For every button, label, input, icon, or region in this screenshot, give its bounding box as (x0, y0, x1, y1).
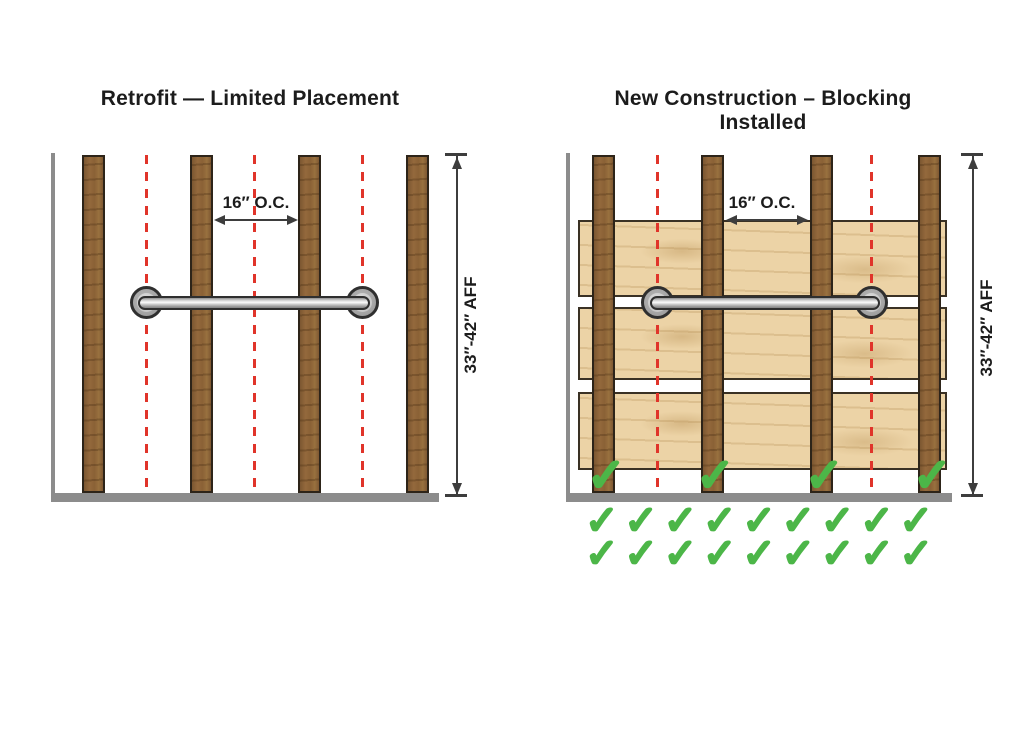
right-oc-dimension-label: 16″ O.C. (728, 193, 796, 212)
wall-stud (190, 155, 213, 493)
blocking-board (578, 220, 947, 297)
checkmark-icon: ✓ (586, 449, 626, 501)
checkmark-icon: ✓ (804, 449, 844, 501)
right-height-dimension-label: 33″-42″ AFF (977, 279, 996, 377)
stud-centerline (656, 155, 659, 490)
grab-bar-rail (650, 296, 880, 310)
left-panel-title: Retrofit — Limited Placement (100, 87, 400, 110)
checkmark-icon: ✓ (663, 499, 698, 543)
checkmark-icon: ✓ (912, 449, 952, 501)
stud-centerline (361, 155, 364, 490)
dimension-tick (961, 153, 983, 156)
checkmark-icon: ✓ (742, 532, 777, 576)
checkmark-icon: ✓ (820, 532, 855, 576)
arrow-head-left-icon (214, 215, 225, 225)
blocking-board (578, 307, 947, 380)
checkmark-icon: ✓ (584, 499, 619, 543)
left-height-dimension-line (456, 156, 458, 496)
left-wall-edge-line (51, 153, 55, 502)
checkmark-row: ✓ ✓ ✓ ✓ ✓ ✓ ✓ ✓ ✓ (584, 499, 934, 543)
grab-bar-rail (138, 296, 370, 310)
left-height-dimension-label: 33″-42″ AFF (461, 276, 480, 374)
stud-centerline (253, 155, 256, 490)
checkmark-icon: ✓ (702, 532, 737, 576)
checkmark-icon: ✓ (820, 499, 855, 543)
wall-stud (592, 155, 615, 493)
right-height-dimension-line (972, 156, 974, 496)
arrow-head-up-icon (968, 157, 978, 169)
wall-stud (701, 155, 724, 493)
arrow-head-up-icon (452, 157, 462, 169)
dimension-tick (445, 153, 467, 156)
left-floor-line (51, 493, 439, 502)
blocking-board (578, 392, 947, 470)
checkmark-icon: ✓ (584, 532, 619, 576)
right-oc-dimension-arrow (736, 219, 798, 221)
stud-centerline (870, 155, 873, 490)
stud-centerline (145, 155, 148, 490)
left-oc-dimension-arrow (224, 219, 288, 221)
wall-stud (298, 155, 321, 493)
checkmark-icon: ✓ (663, 532, 698, 576)
wall-stud (82, 155, 105, 493)
checkmark-icon: ✓ (899, 532, 934, 576)
arrow-head-down-icon (968, 483, 978, 495)
right-wall-edge-line (566, 153, 570, 502)
arrow-head-down-icon (452, 483, 462, 495)
checkmark-icon: ✓ (781, 532, 816, 576)
checkmark-icon: ✓ (781, 499, 816, 543)
checkmark-icon: ✓ (624, 532, 659, 576)
wall-stud (406, 155, 429, 493)
wall-stud (918, 155, 941, 493)
checkmark-icon: ✓ (859, 532, 894, 576)
checkmark-icon: ✓ (859, 499, 894, 543)
checkmark-icon: ✓ (624, 499, 659, 543)
right-floor-line (566, 493, 952, 502)
arrow-head-left-icon (726, 215, 737, 225)
checkmark-icon: ✓ (695, 449, 735, 501)
arrow-head-right-icon (287, 215, 298, 225)
arrow-head-right-icon (797, 215, 808, 225)
left-oc-dimension-label: 16″ O.C. (222, 193, 290, 212)
checkmark-icon: ✓ (742, 499, 777, 543)
right-panel-title: New Construction – Blocking Installed (614, 87, 912, 134)
checkmark-row: ✓ ✓ ✓ ✓ ✓ ✓ ✓ ✓ ✓ (584, 532, 934, 576)
checkmark-icon: ✓ (702, 499, 737, 543)
checkmark-icon: ✓ (899, 499, 934, 543)
wall-stud (810, 155, 833, 493)
